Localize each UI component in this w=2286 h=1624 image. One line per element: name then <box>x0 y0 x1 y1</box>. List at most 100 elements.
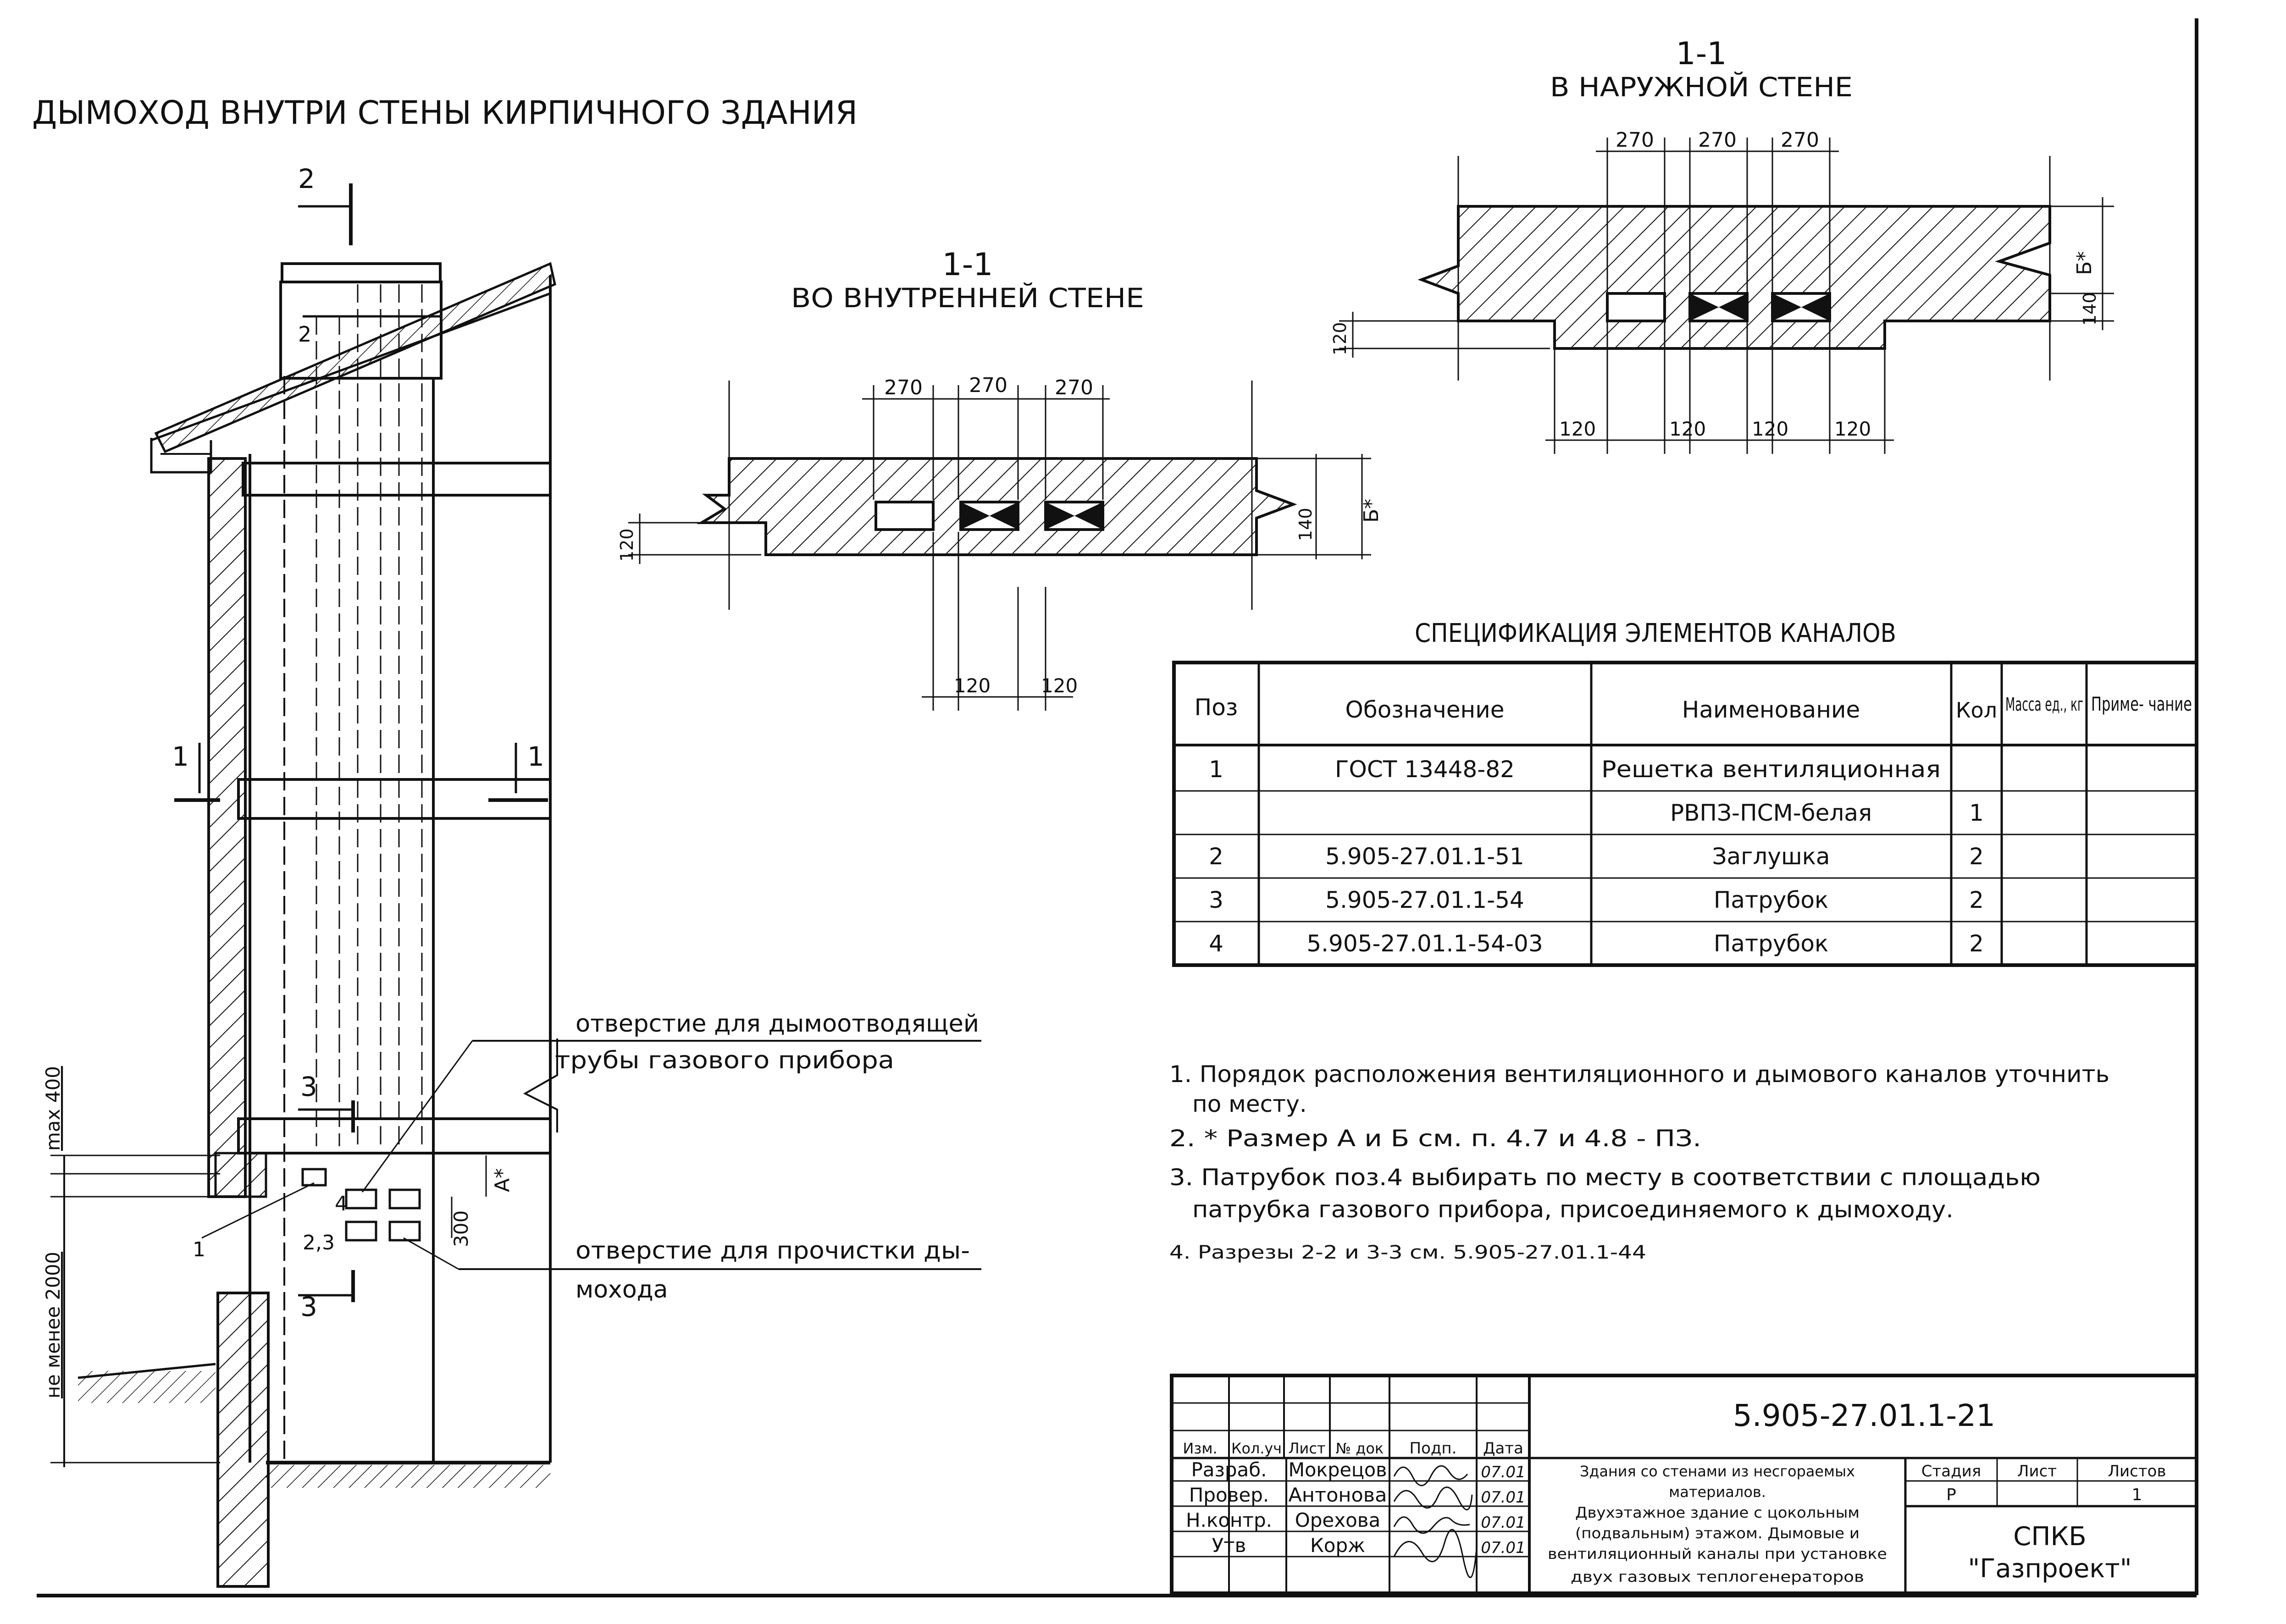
grille-opening <box>301 1168 327 1187</box>
outer-dim-b-star: Б* <box>2073 251 2096 275</box>
section-3-top: 3 <box>300 1071 317 1102</box>
spec-r2-name: РВПЗ-ПСМ-белая <box>1670 800 1872 826</box>
main-title: ДЫМОХОД ВНУТРИ СТЕНЫ КИРПИЧНОГО ЗДАНИЯ <box>32 94 858 132</box>
spec-r4-qty: 2 <box>1969 887 1984 913</box>
section-outer-wall: 1-1 В НАРУЖНОЙ СТЕНЕ 270 270 270 <box>1330 36 2114 454</box>
stamp-date-3: 07.01 <box>1481 1514 1525 1532</box>
inner-smoke-channel-1 <box>959 501 1019 531</box>
roof-slab <box>154 262 556 453</box>
spec-r2-qty: 1 <box>1969 800 1984 826</box>
basement-floor-hatch <box>266 1465 550 1488</box>
stamp-desc-6: двух газовых теплогенераторов <box>1571 1568 1864 1585</box>
section-1-left: 1 <box>172 741 189 772</box>
stamp-sheets-label: Листов <box>2108 1462 2166 1480</box>
note-3a: 3. Патрубок поз.4 выбирать по месту в со… <box>1169 1164 2041 1191</box>
stamp-head-list: Лист <box>1288 1440 1325 1457</box>
inner-dim-120-a: 120 <box>954 674 991 697</box>
stamp-head-izm: Изм. <box>1183 1440 1217 1457</box>
signature-1 <box>1393 1465 1468 1486</box>
attic-slab <box>242 462 552 497</box>
note-2: 2. * Размер А и Б см. п. 4.7 и 4.8 - ПЗ. <box>1169 1125 1701 1152</box>
stamp-name-3: Орехова <box>1295 1509 1381 1531</box>
outer-dim-120-c: 120 <box>1752 418 1788 440</box>
inner-dim-270-c: 270 <box>1055 376 1093 399</box>
dim-min2000: не менее 2000 <box>42 1252 64 1398</box>
clean-opening-1 <box>345 1221 377 1242</box>
outer-dim-270-a: 270 <box>1616 128 1654 152</box>
spec-r3-qty: 2 <box>1969 843 1984 870</box>
inner-dim-140: 140 <box>1295 508 1316 541</box>
stamp-role-1: Разраб. <box>1191 1458 1267 1481</box>
signature-3 <box>1393 1516 1470 1534</box>
floor-slab-1-beam <box>214 1152 267 1198</box>
section-inner-mark: 1-1 <box>942 247 993 283</box>
callout-clean-line1: отверстие для прочистки ды- <box>576 1237 970 1265</box>
stamp-desc-1: Здания со стенами из несгораемых <box>1580 1463 1855 1480</box>
smoke-opening-1 <box>345 1188 377 1210</box>
ground-hatch <box>78 1371 216 1403</box>
section-outer-mark: 1-1 <box>1676 36 1727 72</box>
callout-smoke-line1: отверстие для дымоотводящей <box>576 1010 979 1038</box>
spec-r5-qty: 2 <box>1969 930 1984 957</box>
dim-a-label: А* <box>491 1168 514 1192</box>
stamp-border <box>1170 1374 2198 1595</box>
section-outer-title: В НАРУЖНОЙ СТЕНЕ <box>1550 71 1853 103</box>
dim-max400: max 400 <box>42 1066 64 1151</box>
stamp-stage: Р <box>1946 1486 1956 1504</box>
stamp-role-2: Провер. <box>1189 1484 1269 1506</box>
outer-dim-120-a: 120 <box>1559 418 1596 440</box>
outer-smoke-channel-1 <box>1688 292 1749 322</box>
inner-dim-120-b: 120 <box>1041 674 1078 697</box>
signature-2 <box>1393 1486 1473 1510</box>
section-inner-wall: 1-1 ВО ВНУТРЕННЕЙ СТЕНЕ 270 270 270 <box>617 247 1383 711</box>
outer-dim-270-b: 270 <box>1698 128 1737 152</box>
notes-block: 1. Порядок расположения вентиляционного … <box>1169 1061 2109 1263</box>
callout-smoke-leader <box>361 1040 473 1193</box>
pos-4-label: 4 <box>335 1192 348 1215</box>
callout-clean-line2: мохода <box>576 1276 668 1304</box>
stamp-head-kol: Кол.уч <box>1231 1440 1282 1457</box>
spec-r1-pos: 1 <box>1209 756 1223 783</box>
chimney-cap <box>281 262 442 283</box>
inner-dim-270-a: 270 <box>884 376 923 399</box>
inner-dim-270-b: 270 <box>969 374 1007 397</box>
inner-dim-b-star: Б* <box>1360 499 1383 523</box>
spec-r5-pos: 4 <box>1209 930 1223 957</box>
spec-r4-code: 5.905-27.01.1-54 <box>1325 887 1524 913</box>
pos-23-label: 2,3 <box>303 1231 335 1254</box>
stamp-head-date: Дата <box>1483 1439 1523 1458</box>
clean-opening-2 <box>388 1221 421 1242</box>
stamp-org-1: СПКБ <box>2013 1522 2086 1552</box>
outer-vent-channel <box>1606 292 1666 322</box>
spec-header-note: Приме- чание <box>2091 693 2192 715</box>
outer-wall-body <box>1417 205 2051 350</box>
elevation-view: 2 2 1 1 3 <box>42 163 981 1588</box>
stamp-date-2: 07.01 <box>1481 1488 1525 1507</box>
spec-r4-name: Патрубок <box>1714 887 1828 913</box>
stamp-name-1: Мокрецов <box>1289 1458 1387 1481</box>
stamp-org-2: "Газпроект" <box>1968 1554 2131 1584</box>
spec-caption: СПЕЦИФИКАЦИЯ ЭЛЕМЕНТОВ КАНАЛОВ <box>1415 619 1896 648</box>
stamp-head-sign: Подп. <box>1410 1439 1457 1458</box>
spec-header-name: Наименование <box>1682 696 1860 723</box>
inner-vent-channel <box>875 501 935 531</box>
spec-header-mass: Масса ед., кг <box>2005 694 2083 715</box>
callout-smoke-line2: трубы газового прибора <box>555 1047 894 1074</box>
note-1b: по месту. <box>1192 1091 1307 1117</box>
outer-dim-120-b: 120 <box>1669 418 1706 440</box>
floor-slab-1 <box>237 1117 552 1154</box>
stamp-desc-5: вентиляционный каналы при установке <box>1548 1545 1887 1563</box>
stamp-doc-code: 5.905-27.01.1-21 <box>1733 1398 1995 1433</box>
stamp-role-3: Н.контр. <box>1186 1509 1272 1531</box>
note-4: 4. Разрезы 2-2 и 3-3 см. 5.905-27.01.1-4… <box>1169 1242 1646 1263</box>
spec-header-pos: Поз <box>1195 694 1238 721</box>
inner-dim-120-left: 120 <box>617 528 637 562</box>
stamp-sheet-label: Лист <box>2017 1462 2057 1480</box>
eave <box>150 438 212 474</box>
dim-300-label: 300 <box>450 1210 472 1247</box>
roof-edge <box>151 292 551 442</box>
stamp-desc-2: материалов. <box>1669 1483 1766 1501</box>
note-3b: патрубка газового прибора, присоединяемо… <box>1192 1196 1954 1223</box>
stamp-desc-4: (подвальным) этажом. Дымовые и <box>1575 1525 1860 1542</box>
outer-dim-120-left: 120 <box>1330 322 1350 355</box>
